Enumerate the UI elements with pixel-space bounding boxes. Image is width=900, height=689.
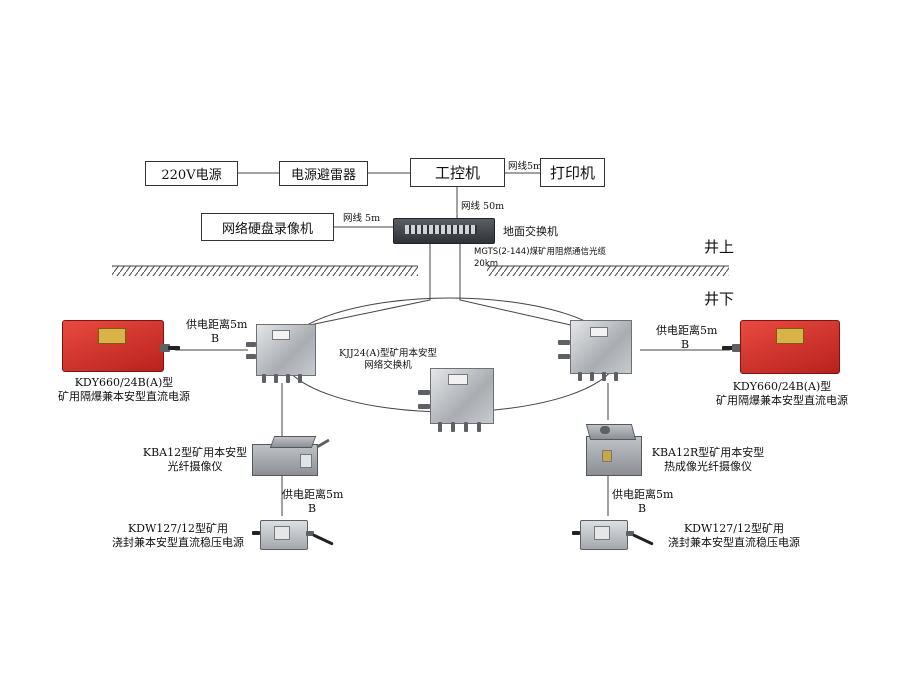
nvr-box: 网络硬盘录像机 [201, 213, 334, 241]
right-switch-image [558, 318, 638, 384]
nvr-cable-label: 网线 5m [343, 213, 381, 224]
right-dcpsu-label: KDW127/12型矿用 浇封兼本安型直流稳压电源 [660, 522, 808, 550]
center-switch-label: KJJ24(A)型矿用本安型 网络交换机 [333, 348, 443, 372]
left-dcpsu-model: KDW127/12型矿用 [127, 522, 229, 535]
right-dcpsu-model: KDW127/12型矿用 [683, 522, 785, 535]
right-power-distance-label: 供电距离5m B [656, 324, 718, 352]
right-camera-model: KBA12R型矿用本安型 [651, 446, 765, 459]
left-power-distance-label: 供电距离5m B [186, 318, 248, 346]
left-dcpsu-label: KDW127/12型矿用 浇封兼本安型直流稳压电源 [104, 522, 252, 550]
fiber-drop-right [459, 242, 576, 327]
fiber-distance-label: 20km [474, 259, 499, 269]
right-power-distance-b: B [680, 338, 690, 351]
left-camera-label: KBA12型矿用本安型 光纤摄像仪 [140, 446, 250, 474]
left-dcpsu-image [252, 516, 336, 552]
right-power-distance-text: 供电距离5m [656, 324, 718, 337]
center-switch-image [418, 366, 502, 436]
power-220v-box: 220V电源 [145, 161, 238, 186]
left-power-distance-text: 供电距离5m [186, 318, 248, 331]
left-power-distance-b: B [210, 332, 220, 345]
left-cam-power-distance-label: 供电距离5m B [282, 488, 344, 516]
zone-below-label: 井下 [704, 290, 735, 308]
right-psu-label: KDY660/24B(A)型 矿用隔爆兼本安型直流电源 [716, 380, 848, 408]
left-psu-model: KDY660/24B(A)型 [74, 376, 174, 389]
lightning-protector-box: 电源避雷器 [279, 161, 368, 186]
left-psu-image [62, 316, 180, 374]
left-psu-label: KDY660/24B(A)型 矿用隔爆兼本安型直流电源 [58, 376, 190, 404]
left-camera-image [252, 432, 332, 478]
right-cam-power-distance-text: 供电距离5m [612, 488, 674, 501]
right-camera-label: KBA12R型矿用本安型 热成像光纤摄像仪 [648, 446, 768, 474]
right-psu-image [722, 316, 840, 378]
right-dcpsu-image [572, 516, 656, 552]
left-cam-power-distance-b: B [307, 502, 317, 515]
right-camera-image [582, 420, 646, 478]
right-cam-power-distance-b: B [637, 502, 647, 515]
left-camera-desc: 光纤摄像仪 [167, 460, 223, 473]
left-switch-image [246, 322, 322, 384]
right-camera-desc: 热成像光纤摄像仪 [664, 460, 752, 473]
printer-box: 打印机 [540, 158, 605, 187]
left-cam-power-distance-text: 供电距离5m [282, 488, 344, 501]
printer-cable-label: 网线5m [508, 161, 543, 172]
ground-hatch-left [112, 266, 418, 276]
left-dcpsu-desc: 浇封兼本安型直流稳压电源 [112, 536, 244, 549]
center-switch-model: KJJ24(A)型矿用本安型 [338, 348, 438, 359]
right-psu-model: KDY660/24B(A)型 [732, 380, 832, 393]
left-psu-desc: 矿用隔爆兼本安型直流电源 [58, 390, 190, 403]
zone-above-label: 井上 [704, 238, 735, 256]
fiber-cable-label: MGTS(2-144)煤矿用阻燃通信光缆 [474, 247, 607, 257]
ground-switch-image [393, 218, 495, 244]
ground-switch-label: 地面交换机 [503, 225, 558, 238]
right-psu-desc: 矿用隔爆兼本安型直流电源 [716, 394, 848, 407]
right-dcpsu-desc: 浇封兼本安型直流稳压电源 [668, 536, 800, 549]
center-switch-desc: 网络交换机 [364, 360, 412, 371]
switch-cable-label: 网线 50m [461, 201, 505, 212]
left-camera-model: KBA12型矿用本安型 [142, 446, 248, 459]
ground-hatch-right [487, 266, 729, 276]
fiber-drop-left [304, 242, 431, 327]
right-cam-power-distance-label: 供电距离5m B [612, 488, 674, 516]
ipc-box: 工控机 [410, 158, 505, 187]
